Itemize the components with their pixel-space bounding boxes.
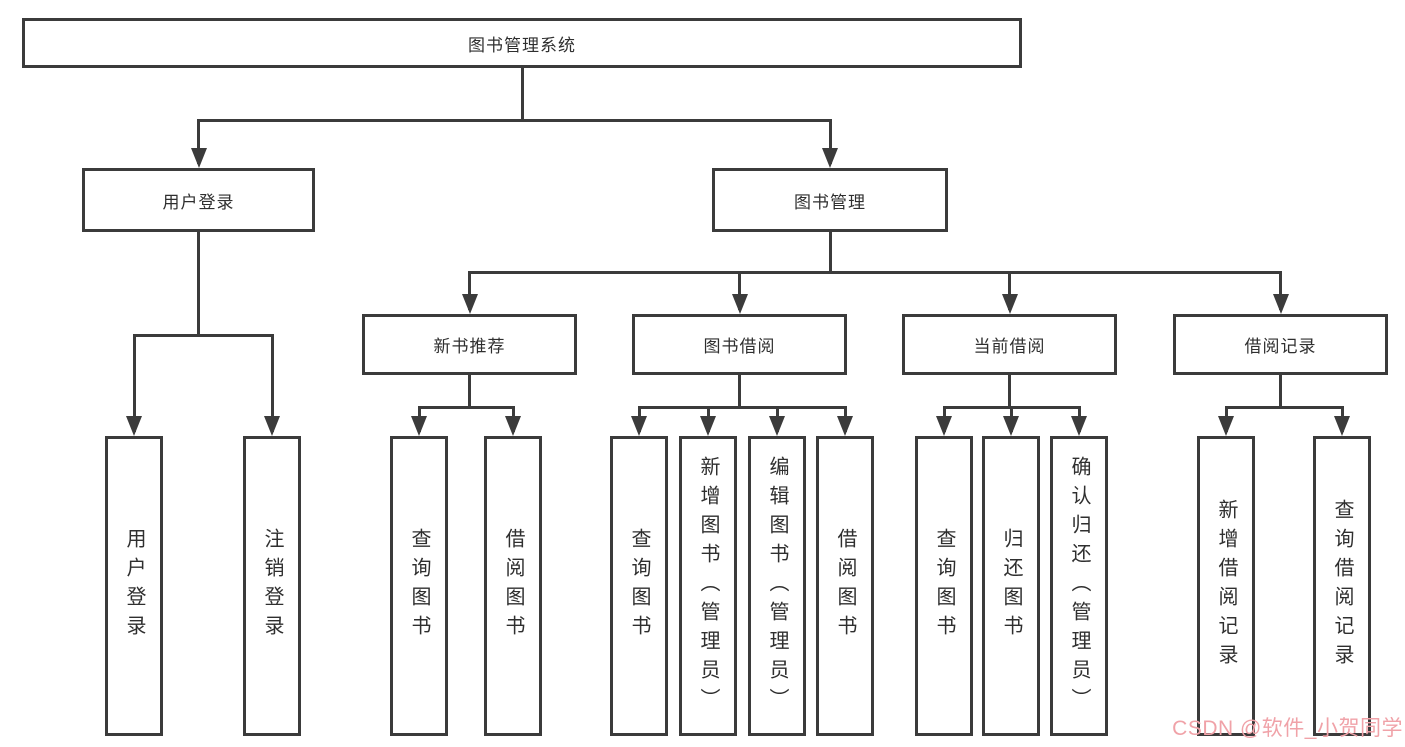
node-label: 图书管理 xyxy=(794,192,866,212)
node-label: 确认归还（管理员） xyxy=(1068,455,1090,717)
arrow-down-icon xyxy=(461,294,478,314)
node-label: 归还图书 xyxy=(1000,528,1022,644)
connector-line xyxy=(468,272,471,310)
node-label: 借阅图书 xyxy=(502,528,524,644)
node-bb-query-books: 查询图书 xyxy=(610,436,668,736)
node-label: 查询借阅记录 xyxy=(1331,499,1353,673)
connector-line xyxy=(1279,375,1282,407)
node-label: 新书推荐 xyxy=(433,337,506,356)
arrow-down-icon xyxy=(700,416,716,436)
node-label: 借阅图书 xyxy=(834,528,856,644)
arrow-down-icon xyxy=(822,148,838,168)
connector-line xyxy=(468,270,1282,274)
arrow-down-icon xyxy=(631,416,647,436)
connector-line xyxy=(197,232,200,335)
connector-line xyxy=(1224,405,1344,409)
node-current-borrowing: 当前借阅 xyxy=(902,314,1117,375)
connector-line xyxy=(197,118,832,122)
connector-line xyxy=(417,405,515,409)
node-label: 图书借阅 xyxy=(703,337,776,356)
node-br-query-record: 查询借阅记录 xyxy=(1313,436,1371,736)
arrow-down-icon xyxy=(126,416,142,436)
connector-line xyxy=(637,405,847,409)
arrow-down-icon xyxy=(769,416,785,436)
connector-line xyxy=(468,375,471,407)
node-label: 查询图书 xyxy=(408,528,430,644)
arrow-down-icon xyxy=(264,416,280,436)
connector-line xyxy=(828,120,832,164)
node-cb-return-books: 归还图书 xyxy=(982,436,1040,736)
arrow-down-icon xyxy=(190,148,207,168)
connector-line xyxy=(520,68,524,120)
arrow-down-icon xyxy=(837,416,853,436)
csdn-watermark: CSDN @软件_小贺同学 xyxy=(1172,717,1403,740)
node-new-book-recommendation: 新书推荐 xyxy=(362,314,577,375)
node-nb-borrow-books: 借阅图书 xyxy=(484,436,542,736)
connector-line xyxy=(1008,272,1011,310)
connector-line xyxy=(1279,272,1282,310)
node-label: 当前借阅 xyxy=(973,337,1046,356)
node-label: 编辑图书（管理员） xyxy=(766,455,788,717)
node-label: 用户登录 xyxy=(162,192,235,212)
arrow-down-icon xyxy=(1334,416,1350,436)
node-cb-confirm-return: 确认归还（管理员） xyxy=(1050,436,1108,736)
node-book-borrowing: 图书借阅 xyxy=(632,314,847,375)
arrow-down-icon xyxy=(1071,416,1087,436)
connector-line xyxy=(1008,375,1011,407)
connector-line xyxy=(828,232,832,272)
node-bb-borrow-books: 借阅图书 xyxy=(816,436,874,736)
node-label: 新增借阅记录 xyxy=(1215,499,1237,673)
node-borrowing-records: 借阅记录 xyxy=(1173,314,1388,375)
node-label: 查询图书 xyxy=(628,528,650,644)
arrow-down-icon xyxy=(1218,416,1234,436)
node-label: 图书管理系统 xyxy=(468,35,576,55)
node-label: 借阅记录 xyxy=(1244,337,1317,356)
node-logout-login: 注销登录 xyxy=(243,436,301,736)
arrow-down-icon xyxy=(505,416,521,436)
connector-line xyxy=(197,120,200,164)
node-label: 注销登录 xyxy=(261,528,283,644)
node-bb-add-books: 新增图书（管理员） xyxy=(679,436,737,736)
node-user-login-group: 用户登录 xyxy=(82,168,315,232)
node-label: 用户登录 xyxy=(123,528,145,644)
node-cb-query-books: 查询图书 xyxy=(915,436,973,736)
connector-line xyxy=(738,272,741,310)
arrow-down-icon xyxy=(731,294,748,314)
node-label: 查询图书 xyxy=(933,528,955,644)
node-book-management: 图书管理 xyxy=(712,168,948,232)
connector-line xyxy=(132,333,274,337)
node-bb-edit-books: 编辑图书（管理员） xyxy=(748,436,806,736)
connector-line xyxy=(132,335,136,432)
arrow-down-icon xyxy=(936,416,952,436)
node-user-login: 用户登录 xyxy=(105,436,163,736)
connector-line xyxy=(738,375,741,407)
connector-line xyxy=(270,335,274,432)
node-nb-query-books: 查询图书 xyxy=(390,436,448,736)
node-label: 新增图书（管理员） xyxy=(697,455,719,717)
node-br-add-record: 新增借阅记录 xyxy=(1197,436,1255,736)
arrow-down-icon xyxy=(1003,416,1019,436)
node-library-management-system: 图书管理系统 xyxy=(22,18,1022,68)
arrow-down-icon xyxy=(411,416,427,436)
arrow-down-icon xyxy=(1001,294,1018,314)
arrow-down-icon xyxy=(1272,294,1289,314)
